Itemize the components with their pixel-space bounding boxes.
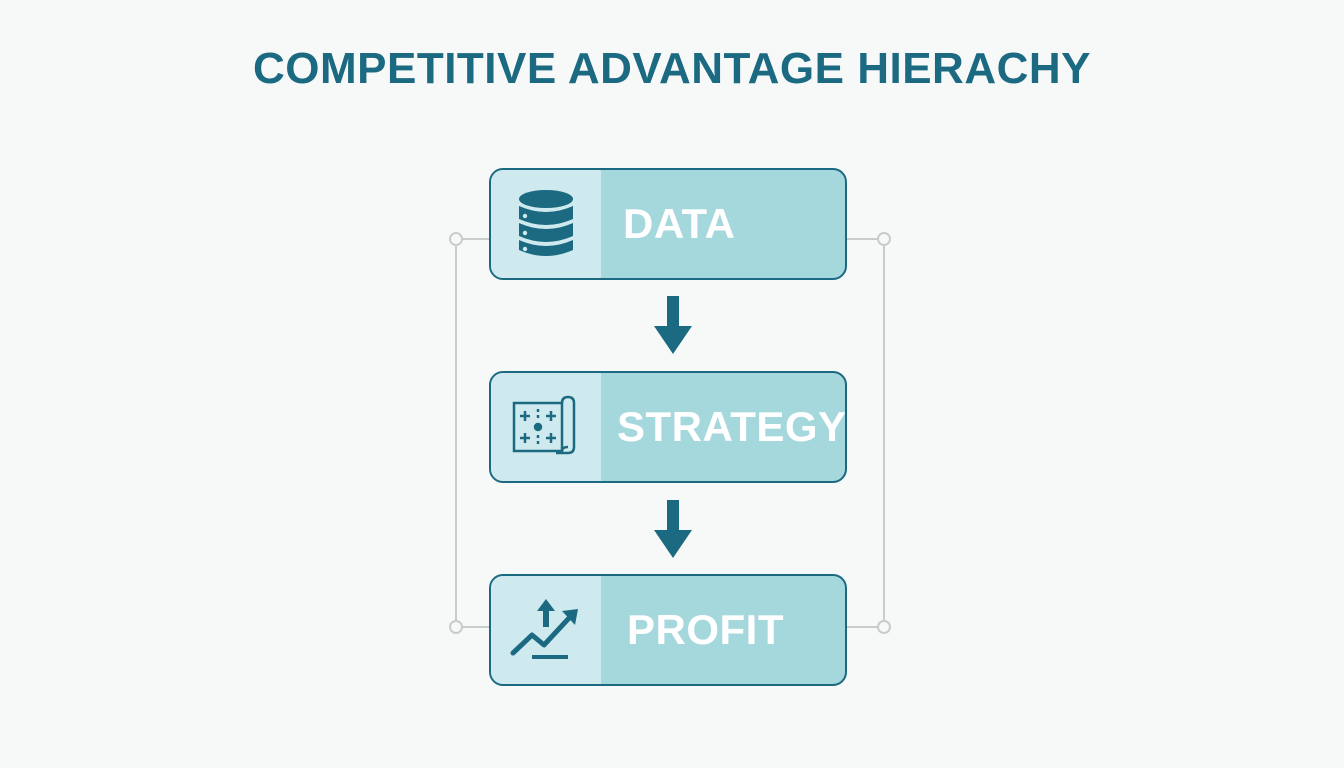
data-label: DATA <box>623 200 736 247</box>
profit-label: PROFIT <box>627 606 784 653</box>
strategy-label: STRATEGY <box>617 403 847 450</box>
left-connector <box>449 232 489 634</box>
profit-box: PROFIT <box>489 574 847 686</box>
down-arrow-icon <box>654 500 692 558</box>
strategy-icon-panel <box>491 373 601 481</box>
data-box: DATA <box>489 168 847 280</box>
page-title: COMPETITIVE ADVANTAGE HIERACHY <box>252 44 1091 93</box>
strategy-box: STRATEGY <box>489 371 847 483</box>
right-connector <box>847 232 891 634</box>
blueprint-map-icon <box>512 395 576 455</box>
data-icon-panel <box>491 170 601 278</box>
down-arrow-icon <box>654 296 692 354</box>
database-icon <box>519 190 573 256</box>
profit-icon-panel <box>491 576 601 684</box>
trending-up-chart-icon <box>510 599 578 659</box>
